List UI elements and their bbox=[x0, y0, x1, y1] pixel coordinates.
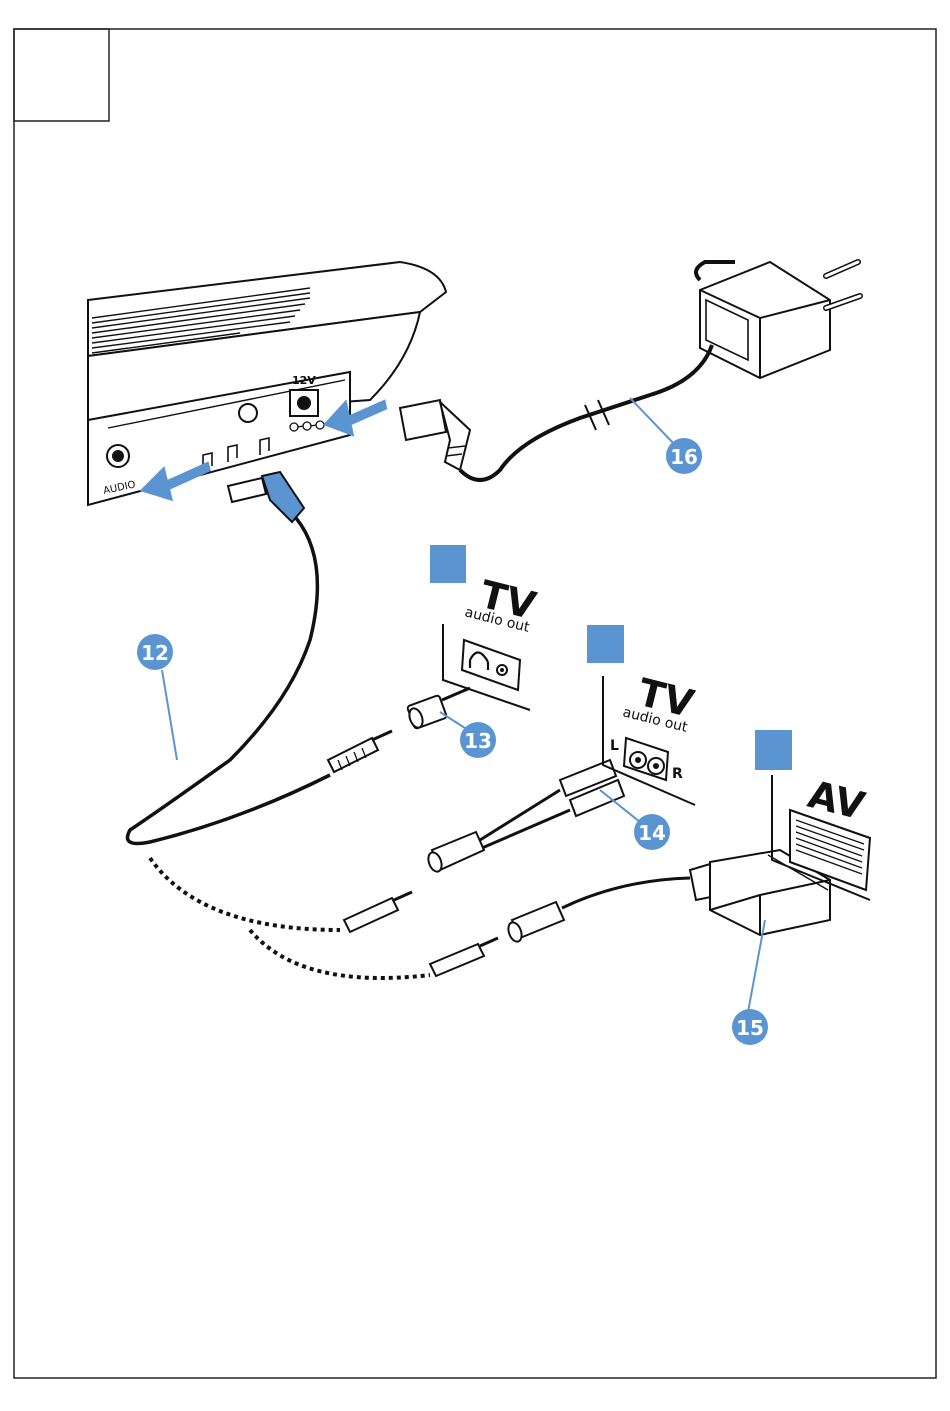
callout-12-text: 12 bbox=[141, 641, 169, 665]
page-frame bbox=[14, 29, 936, 1378]
callout-16: 16 bbox=[666, 438, 702, 474]
step-number-box bbox=[14, 29, 109, 121]
dotted-cable-1 bbox=[150, 858, 340, 930]
rca-y-cable bbox=[426, 760, 624, 873]
voltage-label: 12V bbox=[292, 374, 316, 387]
base-station bbox=[88, 262, 446, 505]
blue-marker-1 bbox=[430, 545, 466, 583]
power-adapter bbox=[700, 262, 860, 378]
blue-marker-3 bbox=[755, 730, 792, 770]
dc-plug bbox=[400, 400, 470, 470]
rca-right-label: R bbox=[672, 766, 683, 782]
callout-13-text: 13 bbox=[464, 729, 492, 753]
callout-13: 13 bbox=[460, 722, 496, 758]
blue-marker-2 bbox=[587, 625, 624, 663]
mini-jack-plug-2 bbox=[344, 898, 398, 932]
tv-headphone-panel: TV audio out bbox=[430, 545, 541, 710]
callout-15: 15 bbox=[732, 1009, 768, 1045]
mini-jack-plug-3 bbox=[430, 944, 484, 976]
leader-12 bbox=[162, 670, 177, 760]
headphone-adapter bbox=[407, 688, 470, 729]
callout-14-text: 14 bbox=[638, 821, 666, 845]
mini-jack-plug bbox=[328, 731, 392, 772]
rca-left-label: L bbox=[610, 738, 619, 754]
leader-16 bbox=[630, 398, 676, 446]
callout-16-text: 16 bbox=[670, 445, 698, 469]
callout-15-text: 15 bbox=[736, 1016, 764, 1040]
dotted-cable-2 bbox=[250, 930, 430, 978]
audio-cable bbox=[128, 518, 331, 844]
callout-12: 12 bbox=[137, 634, 173, 670]
audio-plug bbox=[228, 472, 304, 522]
callout-14: 14 bbox=[634, 814, 670, 850]
leader-13 bbox=[440, 712, 468, 730]
